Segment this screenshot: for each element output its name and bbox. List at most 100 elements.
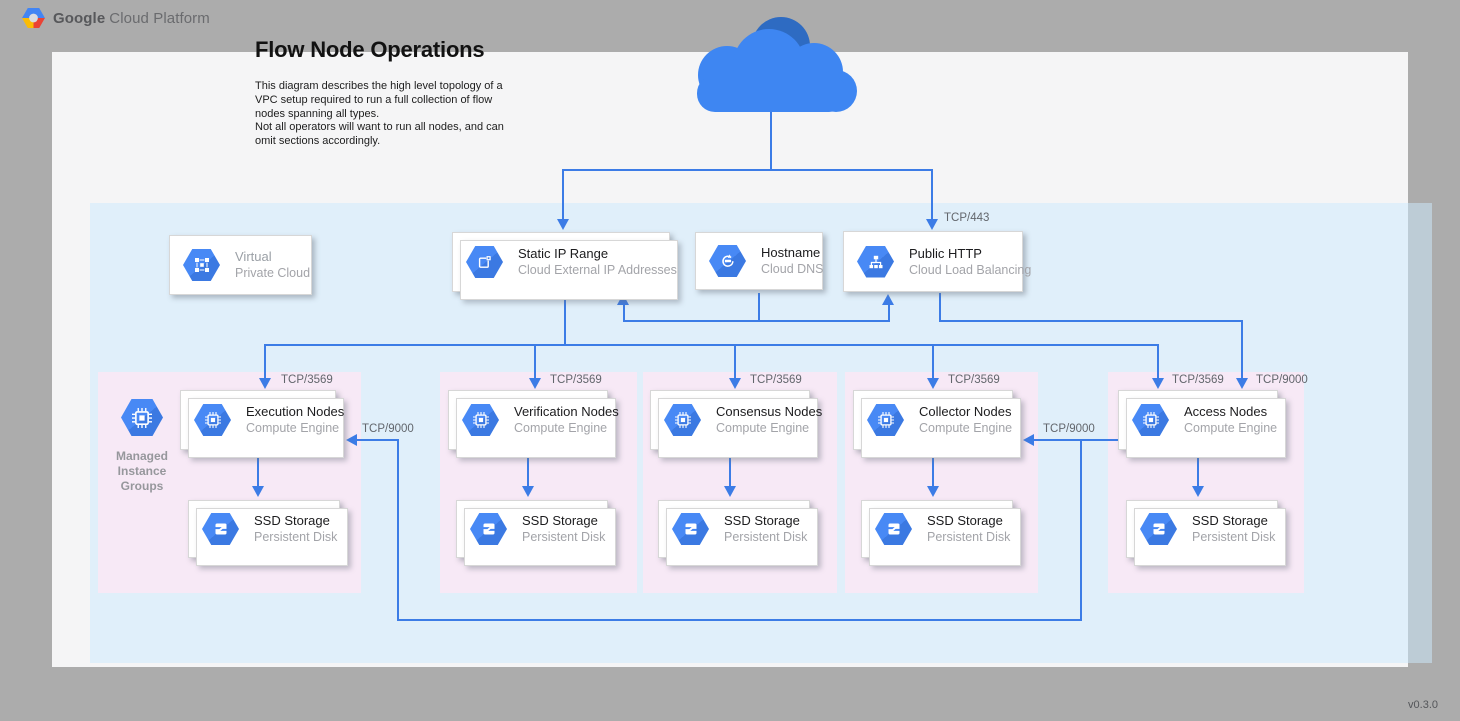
compute-engine-icon — [194, 404, 231, 436]
connector-lb-stem — [939, 293, 941, 322]
arrow-into-collector — [927, 378, 939, 389]
compute-engine-icon — [867, 404, 904, 436]
card-title: Virtual — [235, 249, 272, 264]
card-subtitle: Persistent Disk — [927, 530, 1011, 544]
managed-instance-groups-label: Managed Instance Groups — [96, 449, 188, 494]
connector-loop-bottom — [397, 619, 1082, 621]
card-title: SSD Storage — [1192, 513, 1268, 528]
card-title: Hostname — [761, 245, 821, 260]
card-title: SSD Storage — [724, 513, 800, 528]
port-label-execution-3569: TCP/3569 — [281, 374, 333, 386]
connector-dns-line — [623, 320, 890, 322]
arrow-up-into-load-balancer — [882, 294, 894, 305]
connector-loop-to-execution — [357, 439, 399, 441]
brand-google: Google — [53, 9, 106, 27]
port-label-collector-9000: TCP/9000 — [1043, 423, 1095, 435]
connector-lb-to-access — [939, 320, 1243, 322]
card-access-nodes: Access Nodes Compute Engine — [1118, 390, 1286, 458]
card-title: SSD Storage — [927, 513, 1003, 528]
card-title: Access Nodes — [1184, 404, 1268, 419]
mig-label-line: Groups — [120, 479, 164, 493]
port-label-access-3569: TCP/3569 — [1172, 374, 1224, 386]
card-title: Static IP Range — [518, 246, 609, 261]
arrow-into-ssd-verification — [522, 486, 534, 497]
card-subtitle: Cloud DNS — [761, 262, 824, 276]
arrow-into-execution — [259, 378, 271, 389]
persistent-disk-icon — [672, 513, 709, 545]
connector-drop-consensus — [734, 345, 736, 379]
connector-drop-access — [1157, 345, 1159, 379]
mig-label-line: Instance — [117, 464, 167, 478]
card-ssd-storage-collector: SSD Storage Persistent Disk — [861, 500, 1021, 566]
persistent-disk-icon — [470, 513, 507, 545]
connector-drop-collector — [932, 345, 934, 379]
arrow-into-access — [1152, 378, 1164, 389]
connector-static-ip-stem — [564, 293, 566, 345]
load-balancer-icon — [857, 245, 894, 278]
arrow-into-access-9000 — [1236, 378, 1248, 389]
arrow-into-ssd-collector — [927, 486, 939, 497]
card-collector-nodes: Collector Nodes Compute Engine — [853, 390, 1021, 458]
persistent-disk-icon — [1140, 513, 1177, 545]
connector-dns-to-lb — [888, 304, 890, 322]
connector-to-load-balancer — [931, 170, 933, 220]
connector-loop-left — [397, 440, 399, 621]
internet-cloud-icon — [697, 17, 857, 112]
port-label-collector-3569: TCP/3569 — [948, 374, 1000, 386]
arrow-into-ssd-execution — [252, 486, 264, 497]
connector-execution-to-ssd — [257, 454, 259, 487]
card-consensus-nodes: Consensus Nodes Compute Engine — [650, 390, 822, 458]
card-subtitle: Persistent Disk — [522, 530, 606, 544]
arrow-into-collector-9000 — [1023, 434, 1034, 446]
card-ssd-storage-consensus: SSD Storage Persistent Disk — [658, 500, 818, 566]
card-subtitle: Cloud External IP Addresses — [518, 263, 677, 277]
port-label-verification-3569: TCP/3569 — [550, 374, 602, 386]
card-hostname: Hostname Cloud DNS — [695, 232, 824, 290]
card-title: Consensus Nodes — [716, 404, 823, 419]
card-virtual-private-cloud: Virtual Private Cloud — [169, 235, 312, 295]
version-label: v0.3.0 — [1408, 699, 1438, 711]
card-subtitle: Persistent Disk — [254, 530, 338, 544]
card-subtitle: Compute Engine — [716, 421, 810, 435]
card-subtitle: Compute Engine — [246, 421, 340, 435]
brand-cloud-platform: Cloud Platform — [109, 9, 210, 27]
connector-verification-to-ssd — [527, 454, 529, 487]
mig-label-line: Managed — [115, 449, 168, 463]
port-label-execution-9000: TCP/9000 — [362, 423, 414, 435]
connector-top-branch — [562, 169, 933, 171]
connector-consensus-to-ssd — [729, 454, 731, 487]
card-static-ip-range: Static IP Range Cloud External IP Addres… — [452, 232, 678, 300]
connector-dns-to-static-ip — [623, 304, 625, 322]
connector-trunk — [264, 344, 1159, 346]
card-ssd-storage-execution: SSD Storage Persistent Disk — [188, 500, 348, 566]
card-subtitle: Compute Engine — [514, 421, 608, 435]
connector-loop-right — [1080, 440, 1082, 621]
card-title: SSD Storage — [254, 513, 330, 528]
card-ssd-storage-verification: SSD Storage Persistent Disk — [456, 500, 616, 566]
card-title: Collector Nodes — [919, 404, 1012, 419]
arrow-into-execution-9000 — [346, 434, 357, 446]
compute-engine-icon — [664, 404, 701, 436]
connector-cloud-stem — [770, 108, 772, 171]
compute-engine-icon — [462, 404, 499, 436]
card-title: Verification Nodes — [514, 404, 619, 419]
port-label-consensus-3569: TCP/3569 — [750, 374, 802, 386]
compute-engine-icon — [1132, 404, 1169, 436]
persistent-disk-icon — [202, 513, 239, 545]
arrow-into-verification — [529, 378, 541, 389]
card-title: Public HTTP — [909, 245, 982, 261]
card-title: SSD Storage — [522, 513, 598, 528]
connector-to-static-ip — [562, 170, 564, 220]
arrow-into-load-balancer — [926, 219, 938, 230]
external-ip-icon — [466, 246, 503, 278]
gcp-logo-icon — [22, 8, 45, 28]
card-subtitle: Persistent Disk — [724, 530, 808, 544]
card-public-http: Public HTTP Cloud Load Balancing — [843, 231, 1031, 292]
card-subtitle: Private Cloud — [235, 266, 311, 280]
connector-access-to-ssd — [1197, 454, 1199, 487]
connector-lb-access-drop — [1241, 321, 1243, 378]
card-subtitle: Persistent Disk — [1192, 530, 1276, 544]
connector-hostname-stem — [758, 293, 760, 322]
